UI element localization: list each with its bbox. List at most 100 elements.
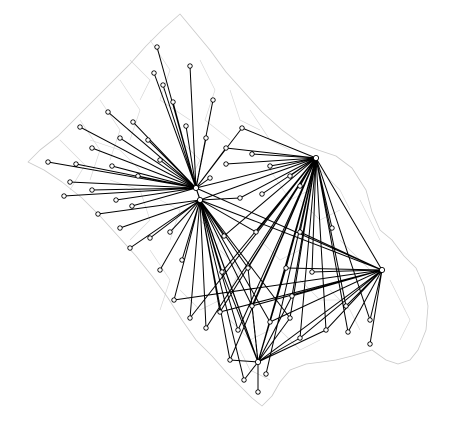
- flow-line: [195, 147, 227, 189]
- hub-link-line: [257, 157, 317, 363]
- flow-line: [345, 269, 383, 307]
- origin-node: [179, 257, 185, 263]
- flow-line: [257, 337, 301, 363]
- origin-node: [253, 229, 259, 235]
- origin-nodes: [45, 44, 373, 395]
- tract-line: [239, 349, 271, 381]
- origin-node: [237, 195, 243, 201]
- flow-line: [269, 157, 317, 167]
- flow-line: [229, 359, 259, 363]
- flow-line: [257, 295, 293, 363]
- origin-node: [105, 109, 111, 115]
- tract-line: [329, 289, 361, 331]
- origin-node: [154, 44, 160, 50]
- flow-line: [243, 361, 259, 381]
- origin-node: [117, 135, 123, 141]
- hub-node: [254, 358, 262, 366]
- hub-link-line: [257, 269, 383, 363]
- origin-node: [249, 303, 255, 309]
- origin-node: [287, 315, 293, 321]
- flow-line: [257, 317, 291, 363]
- flow-line: [173, 269, 383, 301]
- flow-line: [311, 157, 317, 273]
- flow-line: [91, 147, 197, 189]
- flow-line: [247, 157, 317, 269]
- origin-node: [45, 159, 51, 165]
- flow-line: [147, 139, 197, 189]
- flow-line: [199, 199, 231, 361]
- flow-line: [285, 267, 383, 271]
- tract-line: [249, 109, 291, 151]
- flow-line: [162, 84, 197, 189]
- origin-node: [343, 303, 349, 309]
- flow-line: [237, 157, 317, 331]
- origin-node: [127, 245, 133, 251]
- flow-line: [255, 157, 317, 233]
- tract-line: [159, 199, 181, 241]
- origin-node: [157, 267, 163, 273]
- flow-line: [369, 269, 383, 345]
- flow-line: [111, 165, 197, 189]
- origin-node: [323, 327, 329, 333]
- flow-line: [185, 125, 197, 189]
- tract-line: [129, 59, 151, 101]
- origin-node: [241, 377, 247, 383]
- flow-line: [199, 199, 225, 237]
- origin-node: [227, 357, 233, 363]
- flow-line: [221, 271, 259, 363]
- flow-line: [173, 199, 201, 301]
- origin-node: [135, 173, 141, 179]
- tract-line: [389, 279, 411, 341]
- origin-node: [187, 315, 193, 321]
- flow-line: [129, 199, 201, 249]
- flow-line: [239, 157, 317, 199]
- origin-node: [89, 145, 95, 151]
- origin-node: [287, 173, 293, 179]
- origin-node: [223, 145, 229, 151]
- flow-line: [199, 199, 245, 381]
- flow-line: [257, 329, 327, 363]
- flow-line: [225, 157, 317, 165]
- origin-node: [245, 265, 251, 271]
- flow-line: [251, 269, 383, 307]
- origin-node: [297, 183, 303, 189]
- origin-node: [283, 265, 289, 271]
- flow-line: [189, 199, 201, 319]
- hub-link-line: [195, 187, 383, 271]
- flow-line: [199, 199, 291, 319]
- flow-line: [47, 161, 197, 189]
- origin-node: [219, 269, 225, 275]
- origin-node: [239, 125, 245, 131]
- tract-line: [299, 279, 340, 301]
- origin-node: [157, 157, 163, 163]
- origin-node: [77, 124, 83, 130]
- origin-node: [255, 389, 261, 395]
- origin-node: [151, 70, 157, 76]
- flow-line: [369, 269, 383, 321]
- flow-line: [119, 199, 201, 229]
- origin-node: [145, 137, 151, 143]
- flow-line: [107, 111, 197, 189]
- origin-node: [263, 371, 269, 377]
- hub-link-line: [199, 157, 317, 201]
- origin-node: [221, 233, 227, 239]
- flow-line: [195, 137, 207, 189]
- origin-node: [203, 135, 209, 141]
- flow-line: [79, 126, 197, 189]
- flow-line: [229, 157, 317, 361]
- flow-line: [63, 187, 197, 197]
- flow-line: [223, 157, 317, 237]
- flow-line: [299, 157, 317, 233]
- origin-node: [217, 309, 223, 315]
- flow-line: [225, 147, 317, 159]
- origin-node: [297, 229, 303, 235]
- origin-node: [167, 229, 173, 235]
- origin-node: [267, 163, 273, 169]
- region-outline: [27, 13, 429, 407]
- flow-line: [137, 175, 197, 189]
- origin-node: [207, 175, 213, 181]
- hub-node: [196, 196, 204, 204]
- origin-node: [171, 297, 177, 303]
- flow-line: [199, 199, 257, 233]
- tract-line: [229, 89, 261, 131]
